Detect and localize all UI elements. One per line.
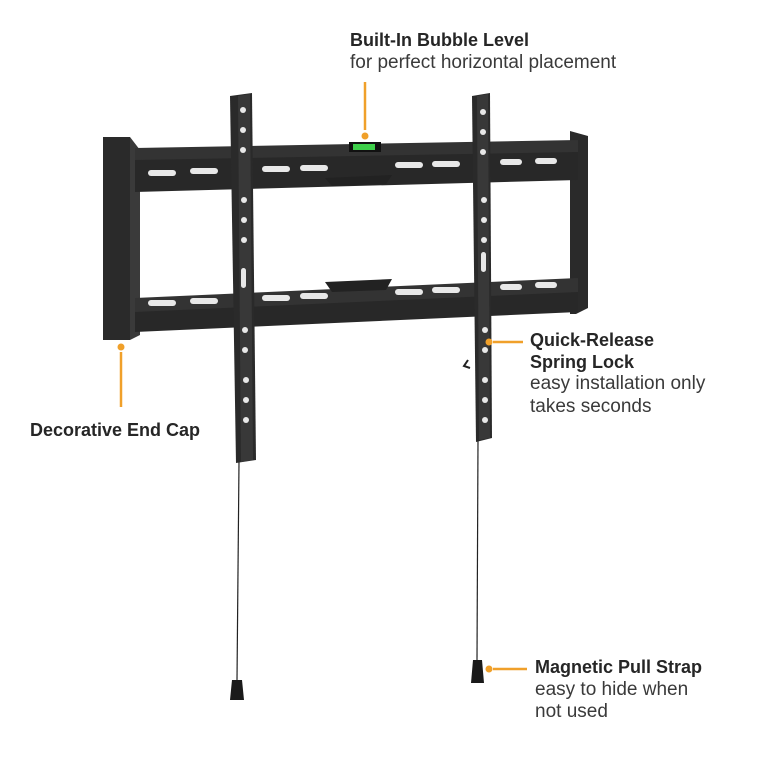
bubble-level-title: Built-In Bubble Level: [350, 30, 530, 50]
end-cap-title: Decorative End Cap: [30, 420, 201, 440]
wall-plate: [103, 131, 588, 340]
pull-strap-desc-line2: not used: [535, 701, 608, 723]
end-cap-callout: Decorative End Cap: [30, 420, 200, 442]
spring-lock-title-line1: Quick-Release: [530, 330, 655, 350]
spring-lock-desc-line2: takes seconds: [530, 395, 652, 417]
callout-lines: [119, 82, 527, 671]
bubble-level-desc: for perfect horizontal placement: [350, 51, 617, 73]
right-arm-holes: [480, 109, 488, 423]
top-rail-slots: [148, 158, 557, 176]
level-green: [353, 144, 375, 150]
left-pull-tab: [230, 680, 244, 700]
bottom-rail-slots: [148, 282, 557, 306]
spring-lock-desc-line1: easy installation only: [530, 373, 706, 395]
right-pull-tab: [471, 660, 484, 683]
spring-lock-title-line2: Spring Lock: [530, 351, 635, 372]
left-pull-strap: [230, 461, 244, 700]
left-arm-holes: [240, 107, 249, 423]
pull-strap-desc-line1: easy to hide when: [535, 678, 689, 700]
pull-strap-callout: Magnetic Pull Strap easy to hide when no…: [535, 657, 702, 724]
right-vertical-arm: [462, 93, 492, 442]
callout-dots: [117, 132, 493, 673]
spring-lock-callout: Quick-Release Spring Lock easy installat…: [530, 330, 705, 419]
left-vertical-arm: [230, 93, 256, 463]
bubble-level: [349, 142, 381, 152]
pull-strap-title: Magnetic Pull Strap: [535, 657, 703, 677]
bubble-level-callout: Built-In Bubble Level for perfect horizo…: [350, 30, 616, 74]
right-pull-strap: [471, 439, 484, 683]
